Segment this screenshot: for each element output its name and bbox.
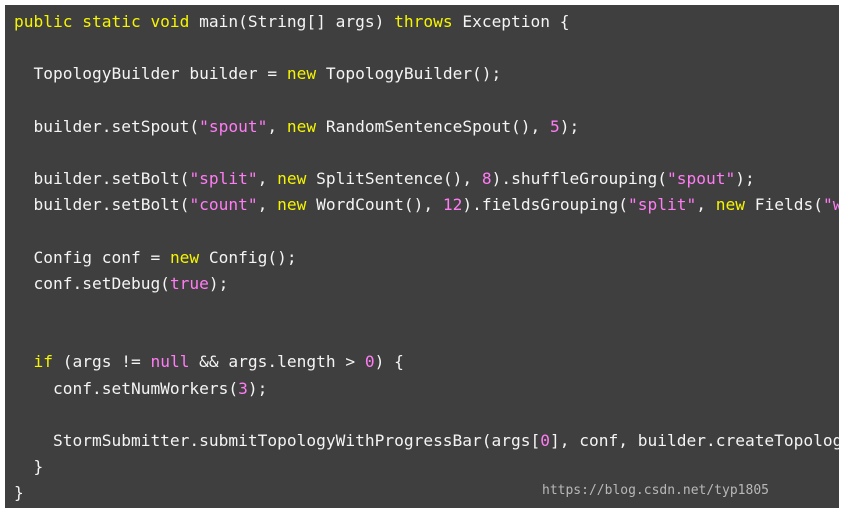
code-token: ], conf, builder.createTopology()); bbox=[550, 431, 839, 450]
code-line bbox=[14, 219, 839, 245]
code-token: conf.setDebug( bbox=[14, 273, 170, 293]
code-token: throws bbox=[394, 12, 463, 31]
code-line bbox=[14, 402, 839, 428]
code-token: 3 bbox=[238, 378, 248, 398]
code-token: TopologyBuilder builder = bbox=[14, 64, 287, 84]
code-line bbox=[14, 88, 839, 114]
code-line: public static void main(String[] args) t… bbox=[14, 9, 839, 35]
code-token: builder.setBolt( bbox=[14, 169, 190, 189]
code-token: conf.setNumWorkers( bbox=[14, 378, 239, 398]
code-token: , bbox=[257, 195, 278, 215]
code-token: "spout" bbox=[199, 116, 268, 136]
code-token: "split" bbox=[189, 169, 258, 189]
code-token: "spout" bbox=[667, 169, 736, 189]
code-token: 5 bbox=[550, 116, 560, 136]
code-token: RandomSentenceSpout(), bbox=[325, 116, 551, 136]
code-token: ); bbox=[208, 273, 229, 293]
code-token: 0 bbox=[364, 352, 375, 372]
code-token: Config(); bbox=[208, 247, 297, 267]
code-token: new bbox=[286, 116, 326, 136]
code-token: , bbox=[696, 195, 716, 215]
code-token: WordCount(), bbox=[316, 195, 443, 215]
code-token: && args.length > bbox=[189, 352, 365, 372]
code-line: } bbox=[14, 480, 839, 506]
code-token: new bbox=[277, 169, 317, 189]
code-token: ); bbox=[247, 378, 268, 398]
code-token: main(String[] args) bbox=[199, 12, 395, 31]
code-token: new bbox=[286, 64, 326, 84]
code-token: (args != bbox=[62, 352, 151, 372]
code-token: ).fieldsGrouping( bbox=[462, 195, 629, 215]
code-token: , bbox=[257, 169, 278, 189]
code-token: 0 bbox=[540, 431, 551, 450]
code-token: ); bbox=[559, 116, 580, 136]
code-line: StormSubmitter.submitTopologyWithProgres… bbox=[14, 428, 839, 454]
code-token: if bbox=[14, 352, 63, 372]
code-line: } bbox=[14, 454, 839, 480]
code-token: } bbox=[14, 483, 24, 503]
code-token: new bbox=[277, 195, 317, 215]
code-line bbox=[14, 35, 839, 61]
code-token: "count" bbox=[189, 195, 258, 215]
code-line: builder.setSpout("spout", new RandomSent… bbox=[14, 114, 839, 140]
code-token: StormSubmitter.submitTopologyWithProgres… bbox=[14, 431, 541, 450]
code-line: builder.setBolt("split", new SplitSenten… bbox=[14, 166, 839, 192]
code-line: conf.setNumWorkers(3); bbox=[14, 376, 839, 402]
code-token: TopologyBuilder(); bbox=[325, 64, 502, 84]
code-token: new bbox=[715, 195, 755, 215]
code-token: Fields( bbox=[754, 195, 823, 215]
code-line bbox=[14, 140, 839, 166]
code-token: } bbox=[14, 457, 44, 477]
code-token: Exception { bbox=[462, 12, 570, 31]
code-token: ) { bbox=[374, 352, 404, 372]
watermark-text: https://blog.csdn.net/typ1805 bbox=[542, 483, 769, 498]
code-token: SplitSentence(), bbox=[316, 169, 482, 189]
code-line: conf.setDebug(true); bbox=[14, 271, 839, 297]
code-line: TopologyBuilder builder = new TopologyBu… bbox=[14, 61, 839, 87]
code-token: public static void bbox=[14, 12, 200, 31]
code-token: new bbox=[169, 247, 209, 267]
code-token: 12 bbox=[442, 195, 463, 215]
code-line: Config conf = new Config(); bbox=[14, 245, 839, 271]
code-editor: public static void main(String[] args) t… bbox=[5, 5, 839, 508]
code-token: null bbox=[150, 352, 190, 372]
code-token: , bbox=[267, 116, 287, 136]
code-token: 8 bbox=[481, 169, 492, 189]
corner-artifact bbox=[824, 505, 836, 511]
code-line bbox=[14, 323, 839, 349]
code-token: ); bbox=[735, 169, 755, 189]
code-token: true bbox=[169, 273, 209, 293]
code-token: builder.setSpout( bbox=[14, 116, 200, 136]
code-token: Config conf = bbox=[14, 247, 170, 267]
code-block: public static void main(String[] args) t… bbox=[14, 9, 839, 507]
code-token: ).shuffleGrouping( bbox=[491, 169, 668, 189]
code-token: "split" bbox=[628, 195, 697, 215]
code-line bbox=[14, 297, 839, 323]
code-token: "word" bbox=[823, 195, 839, 215]
code-token: builder.setBolt( bbox=[14, 195, 190, 215]
code-line: builder.setBolt("count", new WordCount()… bbox=[14, 192, 839, 218]
code-line: if (args != null && args.length > 0) { bbox=[14, 349, 839, 375]
